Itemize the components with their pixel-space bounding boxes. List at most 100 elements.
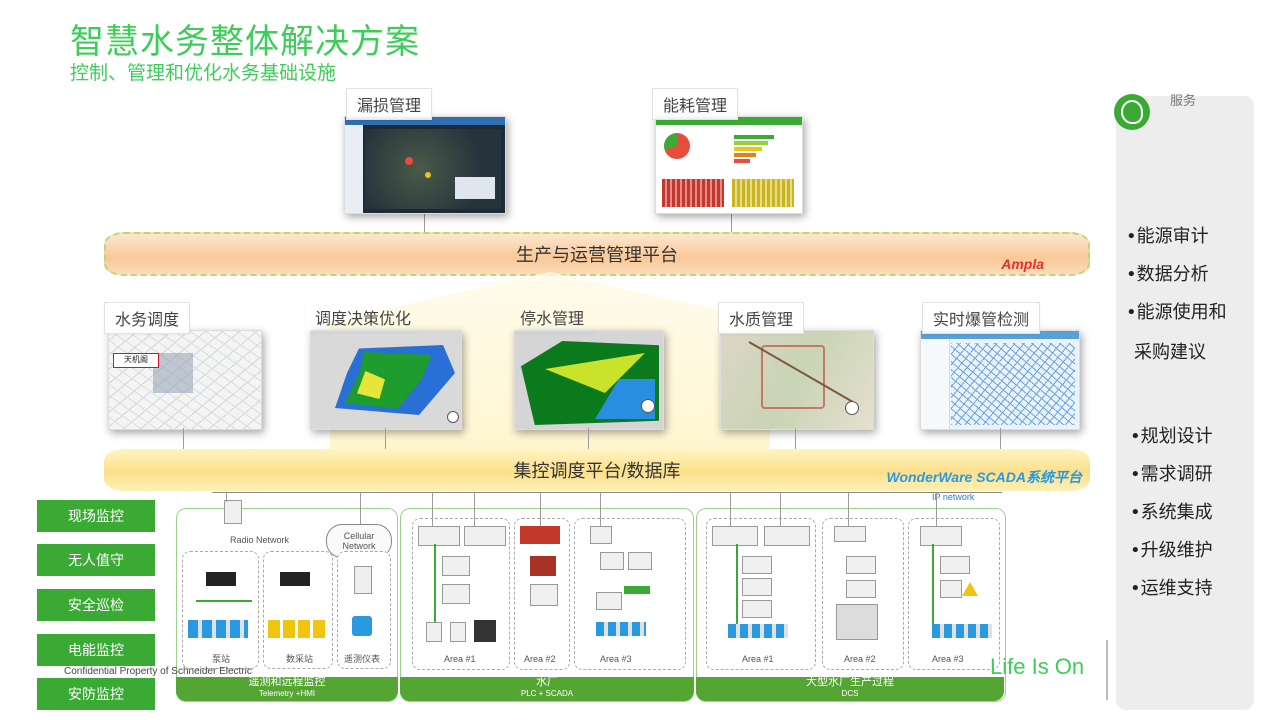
connector [600,492,601,526]
leak-management-screenshot[interactable] [344,116,506,214]
plant-area2-label: Area #2 [524,654,556,664]
plc-rack-icon [712,526,758,546]
connector [540,492,541,526]
radio-antenna-icon [224,500,242,524]
connector [432,492,433,526]
water-plant-footer-title: 水厂 [536,676,558,688]
divider [1106,640,1108,700]
plc-icon [834,526,866,542]
service-item: •升级维护 [1130,540,1213,561]
service-item: •规划设计 [1130,426,1213,447]
pump-icon [188,620,248,638]
services-panel [1116,96,1254,710]
connector [848,492,849,526]
plant-area1-label: Area #1 [444,654,476,664]
service-item: •能源审计 [1126,226,1209,247]
water-plant-footer-sub: PLC + SCADA [520,689,574,698]
plc-rack-icon [464,526,506,546]
energy-monitoring-button[interactable]: 电能监控 [37,634,155,666]
large-plant-footer: 大型水厂生产过程 DCS [696,677,1004,701]
io-module-icon [846,580,876,598]
dcs-area1-label: Area #1 [742,654,774,664]
field-monitoring-button[interactable]: 现场监控 [37,500,155,532]
burst-detection-screenshot[interactable] [920,330,1080,430]
io-module-icon [442,584,470,604]
wire [736,544,738,624]
data-station-box[interactable] [263,551,333,669]
life-is-on-logo: Life Is On [990,654,1085,679]
safety-inspection-button[interactable]: 安全巡检 [37,589,155,621]
scada-platform-band[interactable]: 集控调度平台/数据库 WonderWare SCADA系统平台 [104,449,1090,491]
station-label-pump: 泵站 [212,654,231,664]
services-title: 服务 [1170,93,1197,108]
controller-icon [474,620,496,642]
io-module-icon [742,600,772,618]
wire [196,600,252,602]
connector [731,210,732,234]
scada-platform-label: 集控调度平台/数据库 [513,461,681,481]
service-item: 采购建议 [1134,342,1206,363]
connector [795,428,796,450]
wire [434,544,436,624]
service-item: •数据分析 [1126,264,1209,285]
pump-station-box[interactable] [182,551,259,669]
connector [226,492,227,502]
instrument-icon [426,622,442,642]
mid-app-label-quality: 水质管理 [718,302,805,334]
network-bus [212,492,1002,493]
security-monitoring-button[interactable]: 安防监控 [37,678,155,710]
operations-platform-band[interactable]: 生产与运营管理平台 Ampla [104,232,1090,276]
large-plant-footer-title: 大型水厂生产过程 [806,676,894,688]
connector [1000,428,1001,450]
top-app-label-leak: 漏损管理 [346,88,433,120]
pump-row-icon [596,622,646,636]
connector [183,428,184,450]
connector [385,428,386,450]
telemetry-footer-title: 遥测和远程监控 [248,676,326,688]
ampla-brand: Ampla [1001,256,1044,272]
station-label-data: 数采站 [286,654,314,664]
map-tag: 天机阁 [113,353,159,368]
io-module-icon [442,556,470,576]
plc-rack-icon [418,526,460,546]
connector [588,428,589,450]
unattended-button[interactable]: 无人值守 [37,544,155,576]
plc-rack-icon [764,526,810,546]
io-module-icon [742,578,772,596]
connector [780,492,781,526]
service-item: •运维支持 [1130,578,1213,599]
connector [474,492,475,526]
service-item: •系统集成 [1130,502,1213,523]
mid-app-label-burst: 实时爆管检测 [922,302,1041,334]
dcs-area3-label: Area #3 [932,654,964,664]
rtu-device-icon [206,572,236,586]
red-plc-icon [520,526,560,544]
drive-icon [624,586,650,594]
connector [360,492,361,524]
wonderware-brand: WonderWare SCADA系统平台 [886,469,1082,485]
cellular-network-label: Cellular Network [342,531,376,551]
top-app-label-energy: 能耗管理 [652,88,739,120]
telemetry-footer: 遥测和远程监控 Telemetry +HMI [176,677,398,701]
station-label-meter: 遥测仪表 [344,654,381,664]
io-module-icon [530,584,558,606]
flowmeter-icon [352,616,372,636]
io-module-icon [600,552,624,570]
operations-platform-label: 生产与运营管理平台 [516,245,678,265]
water-plant-footer: 水厂 PLC + SCADA [400,677,694,701]
wire [932,544,934,624]
energy-management-screenshot[interactable] [655,116,803,214]
outage-management-screenshot[interactable] [514,330,664,430]
plc-rack-icon [920,526,962,546]
water-quality-screenshot[interactable] [720,330,874,430]
io-module-icon [628,552,652,570]
page-subtitle: 控制、管理和优化水务基础设施 [70,63,337,84]
plc-icon [590,526,612,544]
pump-row-icon [728,624,788,638]
water-dispatch-screenshot[interactable]: 天机阁 [108,330,262,430]
dispatch-optimization-screenshot[interactable] [310,330,462,430]
service-item: •能源使用和 [1126,302,1227,323]
connector [730,492,731,526]
service-item: •需求调研 [1130,464,1213,485]
plant-area3-label: Area #3 [600,654,632,664]
